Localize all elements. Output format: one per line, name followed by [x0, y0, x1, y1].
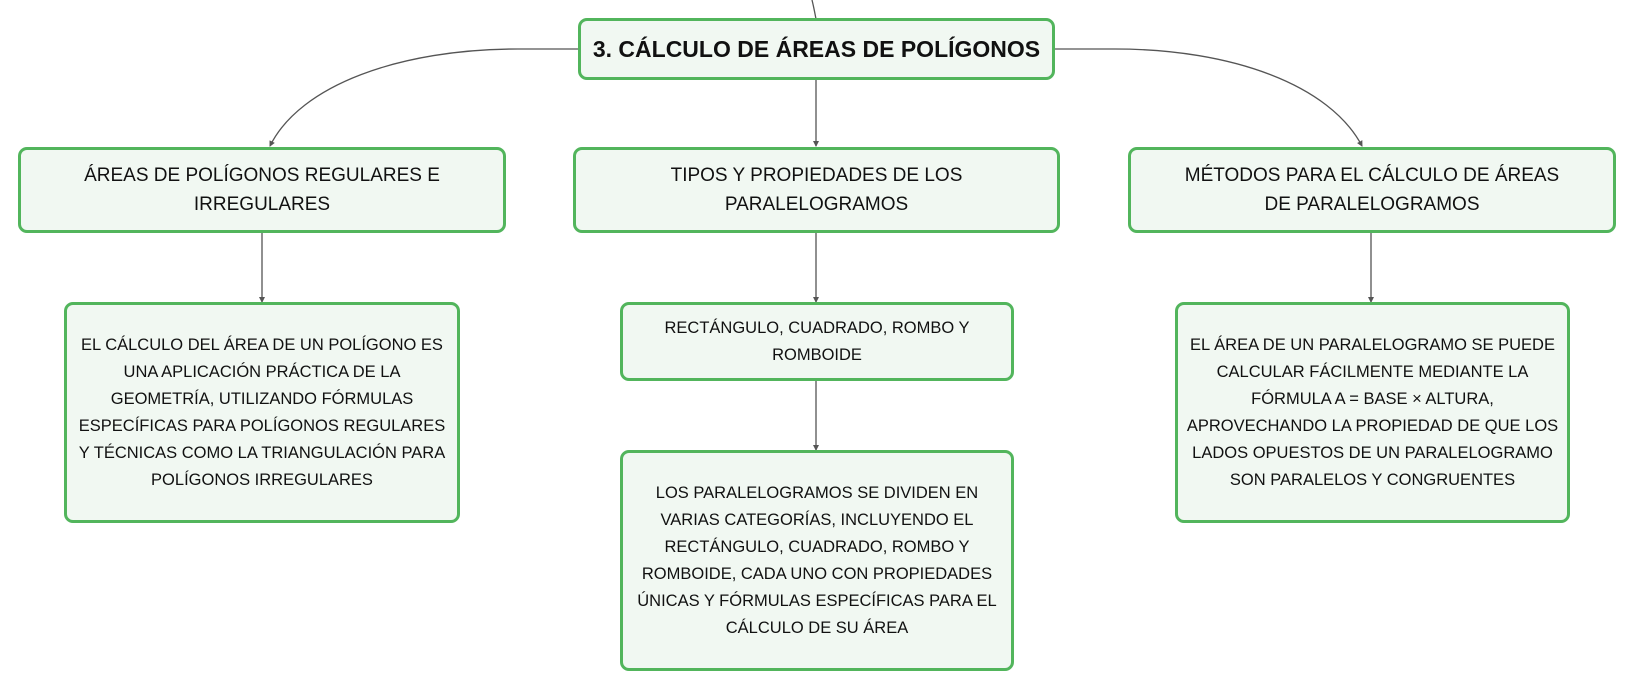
- root-topic[interactable]: 3. CÁLCULO DE ÁREAS DE POLÍGONOS: [578, 18, 1055, 80]
- branch-label: ÁREAS DE POLÍGONOS REGULARES E IRREGULAR…: [84, 165, 440, 215]
- topic-tipos-lista[interactable]: RECTÁNGULO, CUADRADO, ROMBO Y ROMBOIDE: [620, 302, 1014, 381]
- branch-label: TIPOS Y PROPIEDADES DE LOS PARALELOGRAMO…: [670, 165, 963, 215]
- connector-from-parent: [811, 0, 817, 20]
- detail-text: EL CÁLCULO DEL ÁREA DE UN POLÍGONO ES UN…: [78, 335, 446, 489]
- detail-tipos-paralelogramos[interactable]: LOS PARALELOGRAMOS SE DIVIDEN EN VARIAS …: [620, 450, 1014, 671]
- branch-metodos-calculo[interactable]: MÉTODOS PARA EL CÁLCULO DE ÁREAS DE PARA…: [1128, 147, 1616, 233]
- root-topic-label: 3. CÁLCULO DE ÁREAS DE POLÍGONOS: [592, 35, 1041, 62]
- branch-label: MÉTODOS PARA EL CÁLCULO DE ÁREAS DE PARA…: [1184, 165, 1560, 215]
- branch-tipos-paralelogramos[interactable]: TIPOS Y PROPIEDADES DE LOS PARALELOGRAMO…: [573, 147, 1060, 233]
- detail-metodos-calculo[interactable]: EL ÁREA DE UN PARALELOGRAMO SE PUEDE CAL…: [1175, 302, 1570, 523]
- connector-root-to-branch-3: [1055, 48, 1363, 147]
- branch-areas-poligonos[interactable]: ÁREAS DE POLÍGONOS REGULARES E IRREGULAR…: [18, 147, 506, 233]
- detail-text: LOS PARALELOGRAMOS SE DIVIDEN EN VARIAS …: [637, 483, 997, 637]
- topic-text: RECTÁNGULO, CUADRADO, ROMBO Y ROMBOIDE: [664, 318, 970, 364]
- detail-text: EL ÁREA DE UN PARALELOGRAMO SE PUEDE CAL…: [1186, 335, 1559, 489]
- connector-root-to-branch-1: [269, 48, 578, 147]
- detail-areas-poligonos[interactable]: EL CÁLCULO DEL ÁREA DE UN POLÍGONO ES UN…: [64, 302, 460, 523]
